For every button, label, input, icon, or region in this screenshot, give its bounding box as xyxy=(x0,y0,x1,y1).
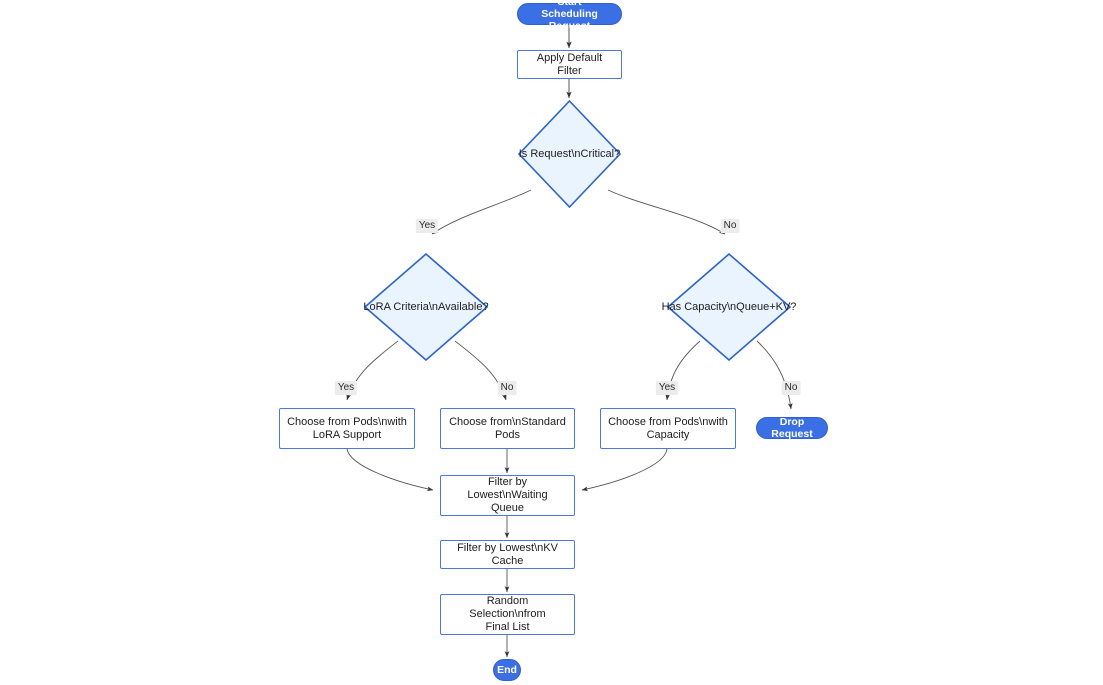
node-line-2: LoRA Support xyxy=(312,428,382,441)
node-choose-standard-pods-label: Choose from\nStandard Pods xyxy=(449,416,566,442)
node-line-1: Filter by Lowest\nWaiting xyxy=(467,476,548,501)
node-line-1: Choose from Pods\nwith xyxy=(608,415,728,428)
node-lora-criteria-available[interactable]: LoRA Criteria\nAvailable? xyxy=(363,253,489,361)
diamond-shape-icon xyxy=(667,253,791,361)
node-end-label: End xyxy=(497,664,517,676)
node-filter-waiting-queue-label: Filter by Lowest\nWaiting Queue xyxy=(447,476,568,515)
node-start-label: Start Scheduling Request xyxy=(541,0,598,32)
node-drop-request-label: Drop Request xyxy=(771,416,813,440)
node-apply-default-filter-label: Apply Default Filter xyxy=(536,51,603,77)
node-line-1: Random Selection\nfrom xyxy=(469,595,546,620)
diamond-shape-icon xyxy=(364,253,488,361)
node-start[interactable]: Start Scheduling Request xyxy=(517,0,622,32)
edge-choose-capacity-pods-to-filter-waiting-queue xyxy=(581,448,668,492)
node-end[interactable]: End xyxy=(493,659,521,681)
node-filter-kv-cache[interactable]: Filter by Lowest\nKV Cache xyxy=(440,540,575,569)
edge-choose-lora-pods-to-filter-waiting-queue xyxy=(346,448,434,492)
node-choose-capacity-pods-label: Choose from Pods\nwith Capacity xyxy=(608,416,728,442)
edge-label-capacity-yes: Yes xyxy=(655,381,679,395)
edge-label-critical-yes: Yes xyxy=(415,219,439,233)
node-line-2: Capacity xyxy=(646,428,690,441)
node-drop-request[interactable]: Drop Request xyxy=(756,416,828,440)
edge-is-request-critical-to-lora-criteria xyxy=(431,189,532,235)
node-choose-lora-pods[interactable]: Choose from Pods\nwith LoRA Support xyxy=(279,408,415,449)
node-random-selection[interactable]: Random Selection\nfrom Final List xyxy=(440,594,575,635)
node-is-request-critical-label: Is Request\nCritical? xyxy=(518,147,621,160)
node-choose-standard-pods[interactable]: Choose from\nStandard Pods xyxy=(440,408,575,449)
node-line-2: Queue xyxy=(490,502,525,514)
edge-label-capacity-no: No xyxy=(781,381,801,395)
edge-label-critical-no: No xyxy=(720,219,740,233)
node-has-capacity[interactable]: Has Capacity\nQueue+KV? xyxy=(662,253,796,361)
edge-is-request-critical-to-has-capacity xyxy=(607,189,726,235)
node-has-capacity-label: Has Capacity\nQueue+KV? xyxy=(661,300,797,313)
node-filter-kv-cache-label: Filter by Lowest\nKV Cache xyxy=(457,541,558,567)
node-filter-waiting-queue[interactable]: Filter by Lowest\nWaiting Queue xyxy=(440,475,575,516)
node-line-2: Pods xyxy=(494,428,521,441)
edge-label-lora-yes: Yes xyxy=(334,381,358,395)
node-choose-capacity-pods[interactable]: Choose from Pods\nwith Capacity xyxy=(600,408,736,449)
node-line-2: Final List xyxy=(485,621,530,633)
diamond-shape-icon xyxy=(518,100,621,208)
edge-label-lora-no: No xyxy=(497,381,517,395)
node-is-request-critical[interactable]: Is Request\nCritical? xyxy=(518,100,621,208)
node-choose-lora-pods-label: Choose from Pods\nwith LoRA Support xyxy=(287,416,407,442)
node-line-1: Choose from Pods\nwith xyxy=(287,415,407,428)
node-line-1: Choose from\nStandard xyxy=(449,415,566,428)
node-lora-criteria-available-label: LoRA Criteria\nAvailable? xyxy=(363,300,489,313)
node-apply-default-filter[interactable]: Apply Default Filter xyxy=(517,50,622,79)
node-random-selection-label: Random Selection\nfrom Final List xyxy=(447,595,568,634)
